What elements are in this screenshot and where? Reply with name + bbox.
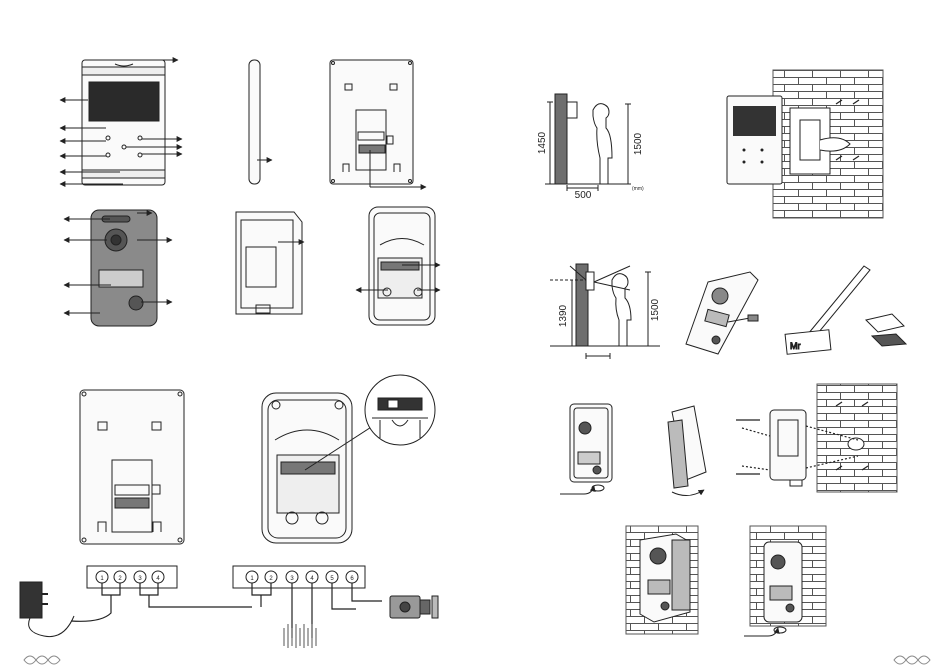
- power-adapter: [20, 582, 74, 637]
- outdoor-mount-step-1: [560, 404, 612, 494]
- person-height-label-b: 1500: [650, 298, 661, 321]
- outdoor-back-wiring: [262, 375, 435, 543]
- outdoor-mount-step-2: [668, 406, 706, 496]
- nameplate-text: Mr: [790, 341, 801, 351]
- outdoor-mount-step-3: [736, 384, 897, 492]
- indoor-height-diagram: 1450 1500 500 (mm): [537, 94, 644, 201]
- outdoor-station-perspective: [686, 272, 758, 354]
- unit-label: (mm): [632, 186, 644, 192]
- page-ornament-right: [894, 656, 930, 664]
- monitor-back-view: [330, 60, 426, 187]
- nameplate-writing: Mr: [785, 266, 906, 354]
- person-height-label-a: 1500: [633, 132, 644, 155]
- outdoor-mount-step-5: [744, 526, 826, 636]
- indoor-height-label: 1450: [537, 131, 548, 154]
- monitor-wall-mount: [727, 70, 883, 218]
- outdoor-mount-step-4: [626, 526, 698, 634]
- outdoor-height-diagram: 1390 1500: [550, 264, 661, 359]
- outdoor-height-label: 1390: [558, 304, 569, 327]
- monitor-back-wiring: [80, 390, 184, 544]
- monitor-screen: [89, 82, 159, 121]
- monitor-front-view: [60, 60, 182, 185]
- page-ornament-left: [24, 656, 60, 664]
- outdoor-station-cover: [236, 212, 304, 314]
- distance-label: 500: [575, 190, 592, 201]
- outdoor-station-front: [64, 210, 172, 326]
- connection-wires: [71, 583, 382, 638]
- exit-button: [284, 624, 316, 648]
- monitor-side-view: [249, 60, 272, 184]
- outdoor-station-back: [356, 207, 440, 325]
- electric-lock: [390, 596, 438, 618]
